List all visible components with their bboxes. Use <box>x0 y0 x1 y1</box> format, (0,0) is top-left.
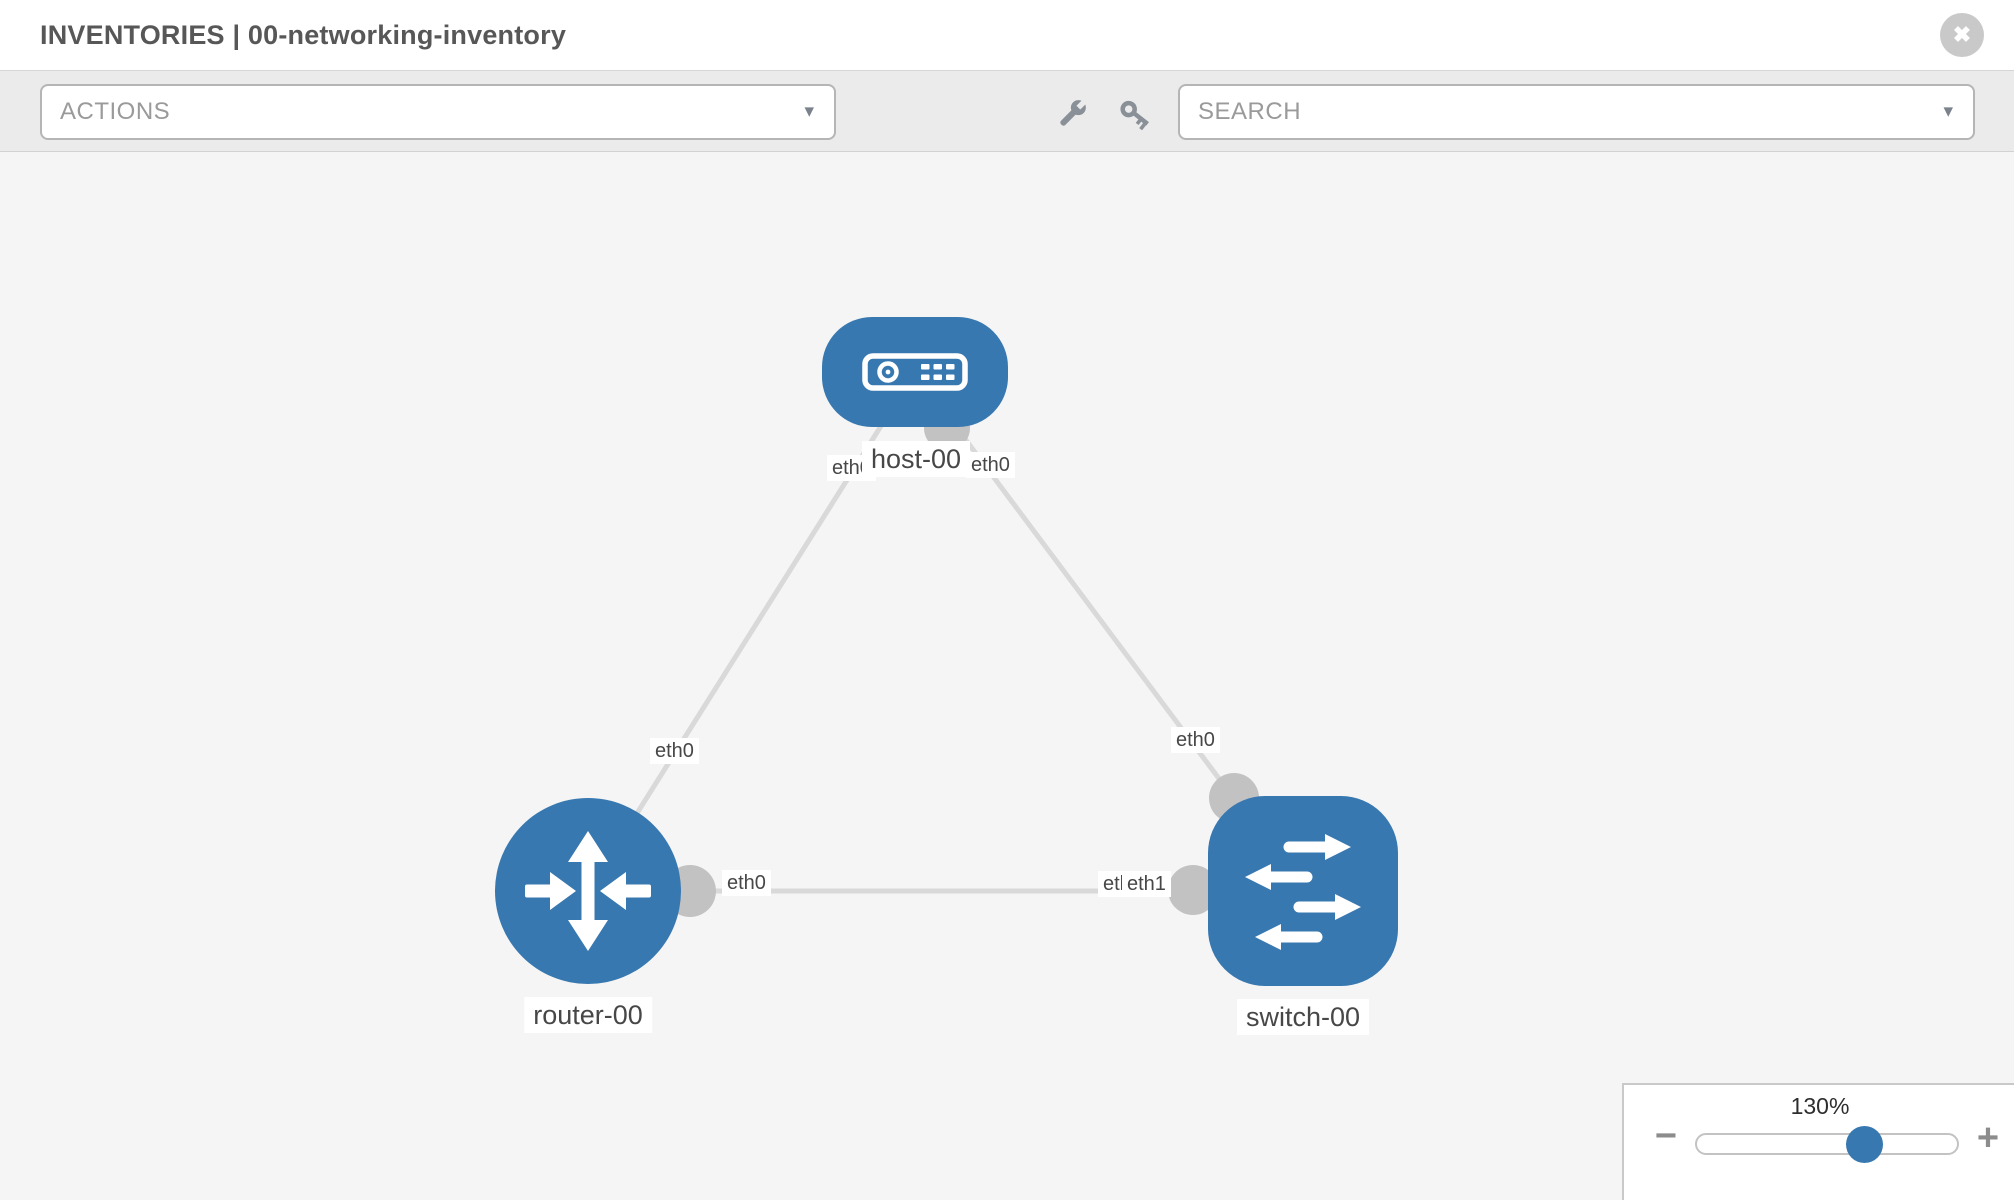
chevron-down-icon: ▾ <box>1943 101 1953 122</box>
interface-label: eth0 <box>722 870 771 896</box>
router-icon <box>525 831 651 951</box>
header-bar: INVENTORIES | 00-networking-inventory ✖ <box>0 0 2014 71</box>
search-dropdown-label: SEARCH <box>1198 98 1302 125</box>
node-router-00[interactable] <box>495 798 681 984</box>
node-label-router: router-00 <box>524 997 652 1033</box>
zoom-out-minus-icon[interactable]: − <box>1654 1115 1678 1157</box>
interface-label: eth0 <box>650 738 699 764</box>
host-icon <box>862 353 968 391</box>
zoom-level-value: 130% <box>1790 1093 1850 1119</box>
zoom-slider-thumb[interactable] <box>1846 1126 1883 1163</box>
close-icon[interactable]: ✖ <box>1940 13 1984 57</box>
chevron-down-icon: ▾ <box>804 101 814 122</box>
actions-dropdown-label: ACTIONS <box>60 98 171 125</box>
zoom-control-panel: 130% − + <box>1622 1083 2014 1200</box>
actions-dropdown[interactable]: ACTIONS ▾ <box>40 84 836 140</box>
interface-ports <box>664 405 1259 917</box>
toolbar: ACTIONS ▾ SEAR <box>0 71 2014 152</box>
port-dot <box>1168 865 1218 915</box>
search-dropdown[interactable]: SEARCH ▾ <box>1178 84 1975 140</box>
topology-canvas[interactable]: eth0 eth0 eth0 eth0 eth0 eth0 eth1 host-… <box>0 152 2014 1200</box>
node-host-00[interactable] <box>822 317 1008 427</box>
node-switch-00[interactable] <box>1208 796 1398 986</box>
interface-label: eth1 <box>1122 871 1171 897</box>
node-label-host: host-00 <box>861 441 971 477</box>
node-label-switch: switch-00 <box>1236 999 1370 1035</box>
page-title: INVENTORIES | 00-networking-inventory <box>40 20 567 50</box>
key-icon[interactable] <box>1113 92 1157 136</box>
wrench-icon[interactable] <box>1050 92 1094 136</box>
interface-label: eth0 <box>966 452 1015 478</box>
zoom-in-plus-icon[interactable]: + <box>1976 1117 2000 1159</box>
interface-label: eth0 <box>1171 727 1220 753</box>
zoom-slider-track[interactable] <box>1695 1133 1959 1155</box>
switch-icon <box>1245 834 1361 950</box>
